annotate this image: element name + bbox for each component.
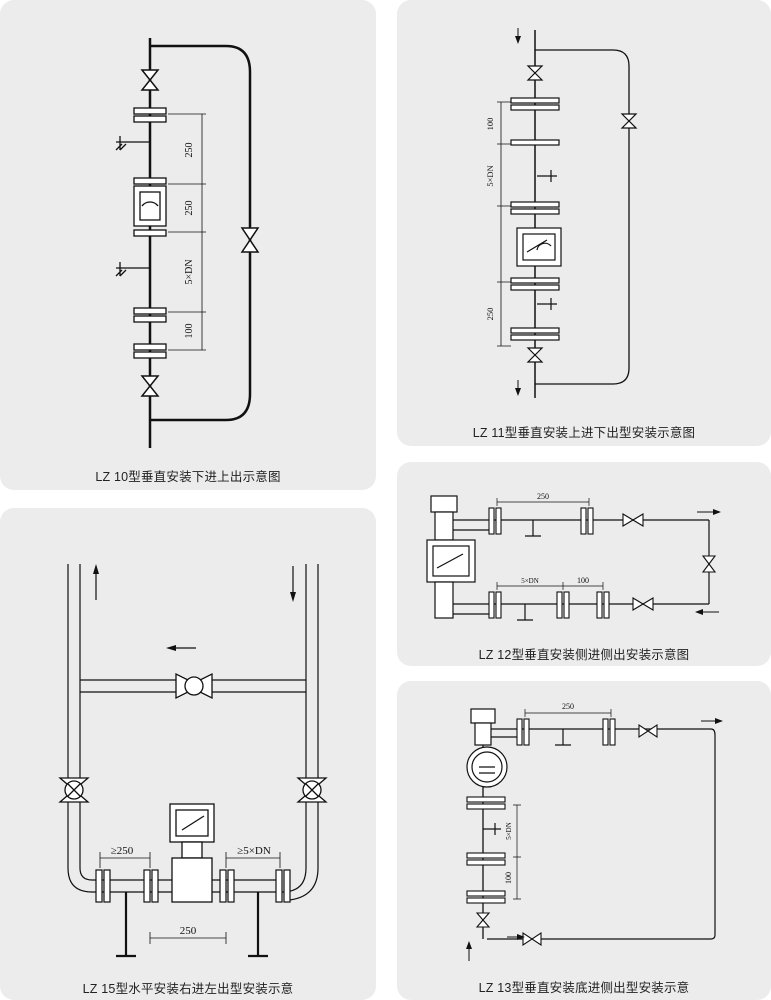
flange-icon bbox=[510, 97, 560, 341]
valve-icon bbox=[240, 227, 260, 253]
valve-icon bbox=[622, 513, 717, 611]
dim-label: 100 bbox=[184, 324, 195, 339]
flange-icon bbox=[133, 107, 167, 359]
dim-label: 100 bbox=[577, 576, 589, 585]
dim-label: 250 bbox=[562, 702, 574, 711]
diagram-panel-lz12: 250 5×DN 100 LZ 12型垂直安装侧进侧出安装示意图 bbox=[397, 462, 771, 666]
flowmeter-icon bbox=[169, 803, 215, 903]
valve-icon bbox=[58, 672, 328, 803]
dimension-lines bbox=[496, 498, 604, 590]
dimension-lines bbox=[497, 101, 511, 347]
flow-arrow-icon bbox=[93, 564, 296, 651]
flange-icon bbox=[488, 507, 610, 619]
lz11-drawing: 100 5×DN 250 bbox=[485, 28, 638, 398]
lz10-drawing: 250 250 5×DN 100 bbox=[115, 38, 260, 448]
dim-label: 5×DN bbox=[521, 577, 539, 585]
valve-icon bbox=[475, 723, 658, 947]
lz12-drawing: 250 5×DN 100 bbox=[426, 492, 721, 621]
valve-icon bbox=[140, 375, 160, 397]
flow-arrow-icon bbox=[466, 718, 723, 961]
support-bracket bbox=[483, 729, 571, 835]
dim-label: 250 bbox=[184, 143, 195, 158]
dim-label: ≥250 bbox=[111, 845, 134, 857]
dim-label: 250 bbox=[485, 308, 495, 321]
lz13-drawing: 250 5×DN 100 bbox=[466, 702, 723, 961]
flow-arrow-icon bbox=[515, 28, 521, 396]
support-bracket bbox=[116, 892, 268, 958]
dim-label: 5×DN bbox=[485, 165, 495, 186]
dim-label: 250 bbox=[537, 492, 549, 501]
flow-arrow-icon bbox=[695, 509, 721, 615]
flowmeter-icon bbox=[466, 708, 508, 788]
flowmeter-icon bbox=[133, 185, 167, 227]
diagram-panel-lz10: 250 250 5×DN 100 LZ 10型垂直安装下进上出示意图 bbox=[0, 0, 376, 490]
panel-caption: LZ 12型垂直安装侧进侧出安装示意图 bbox=[478, 648, 690, 662]
panel-caption: LZ 11型垂直安装上进下出型安装示意图 bbox=[472, 426, 696, 440]
dimension-lines bbox=[513, 709, 612, 900]
dim-label: 100 bbox=[504, 872, 513, 884]
dim-label: 5×DN bbox=[505, 822, 513, 840]
flange-icon bbox=[466, 718, 616, 904]
dim-label: 250 bbox=[184, 201, 195, 216]
right-riser-pipe bbox=[276, 564, 319, 901]
dim-label: 100 bbox=[485, 118, 495, 131]
dim-label: ≥5×DN bbox=[237, 845, 271, 857]
flange-icon bbox=[95, 869, 291, 903]
diagram-panel-lz11: 100 5×DN 250 LZ 11型垂直安装上进下出型安装示意图 bbox=[397, 0, 771, 446]
support-bracket bbox=[517, 520, 541, 621]
support-bracket bbox=[115, 136, 150, 277]
dim-label: 250 bbox=[180, 925, 197, 937]
dimension-lines bbox=[99, 852, 281, 944]
left-riser-pipe bbox=[67, 564, 100, 893]
diagram-panel-lz15: ≥250 ≥5×DN 250 LZ 15型水平安装右进左出型安装示意 bbox=[0, 508, 376, 1000]
lz15-drawing: ≥250 ≥5×DN 250 bbox=[58, 564, 328, 958]
flowmeter-icon bbox=[516, 227, 562, 267]
valve-icon bbox=[140, 69, 160, 91]
valve-icon bbox=[526, 65, 638, 363]
flowmeter-icon bbox=[426, 495, 476, 619]
support-bracket bbox=[537, 170, 557, 310]
panel-caption: LZ 13型垂直安装底进侧出型安装示意 bbox=[478, 981, 690, 995]
panel-caption: LZ 15型水平安装右进左出型安装示意 bbox=[82, 982, 294, 996]
dimension-lines bbox=[168, 113, 206, 351]
bypass-pipe bbox=[535, 49, 630, 385]
diagram-panel-lz13: 250 5×DN 100 LZ 13型垂直安装底进侧出型安装示意 bbox=[397, 681, 771, 1000]
outlet-pipe bbox=[487, 728, 716, 940]
panel-caption: LZ 10型垂直安装下进上出示意图 bbox=[95, 470, 281, 484]
dim-label: 5×DN bbox=[184, 259, 195, 284]
